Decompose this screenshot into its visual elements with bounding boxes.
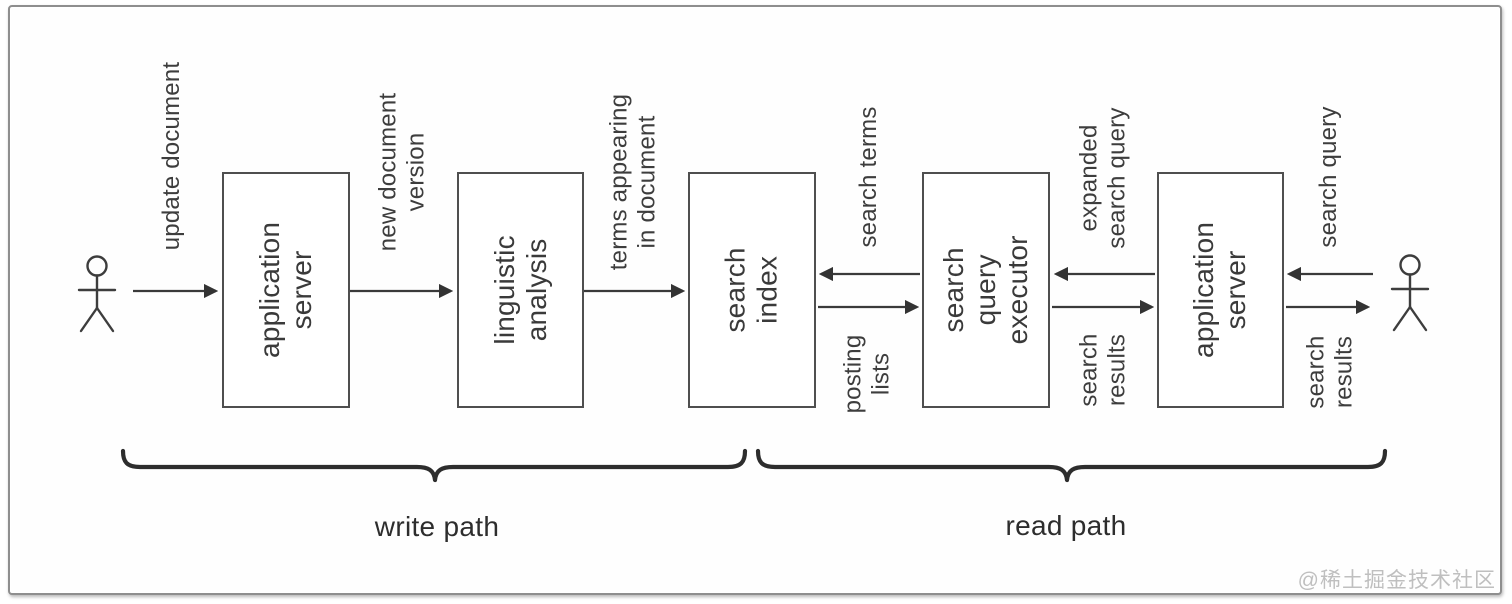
flow-label-search-query-right: search query <box>1315 106 1343 248</box>
box-label: application server <box>254 221 318 359</box>
flow-label-terms-appearing: terms appearing in document <box>605 93 660 271</box>
write-path-label: write path <box>374 511 500 542</box>
flow-label-update-document: update document <box>158 61 186 251</box>
flow-label-expanded-search-query: expanded search query <box>1075 107 1130 249</box>
flow-label-posting-lists: posting lists <box>839 334 894 414</box>
box-label: application server <box>1188 221 1252 359</box>
read-path-label: read path <box>1005 510 1127 541</box>
box-label: search query executor <box>938 235 1033 345</box>
box-label: search index <box>720 247 783 333</box>
box-application-server-write: application server <box>222 172 350 408</box>
box-linguistic-analysis: linguistic analysis <box>457 172 584 408</box>
flow-label-search-terms: search terms <box>855 106 883 248</box>
box-label: linguistic analysis <box>488 235 552 345</box>
box-search-query-executor: search query executor <box>922 172 1050 408</box>
box-search-index: search index <box>688 172 816 408</box>
flow-label-new-document-version: new document version <box>374 92 429 252</box>
flow-label-search-results-right: search results <box>1302 335 1357 409</box>
flow-label-search-results-mid: search results <box>1075 333 1130 407</box>
box-application-server-read: application server <box>1157 172 1284 408</box>
watermark: @稀土掘金技术社区 <box>1297 569 1496 592</box>
